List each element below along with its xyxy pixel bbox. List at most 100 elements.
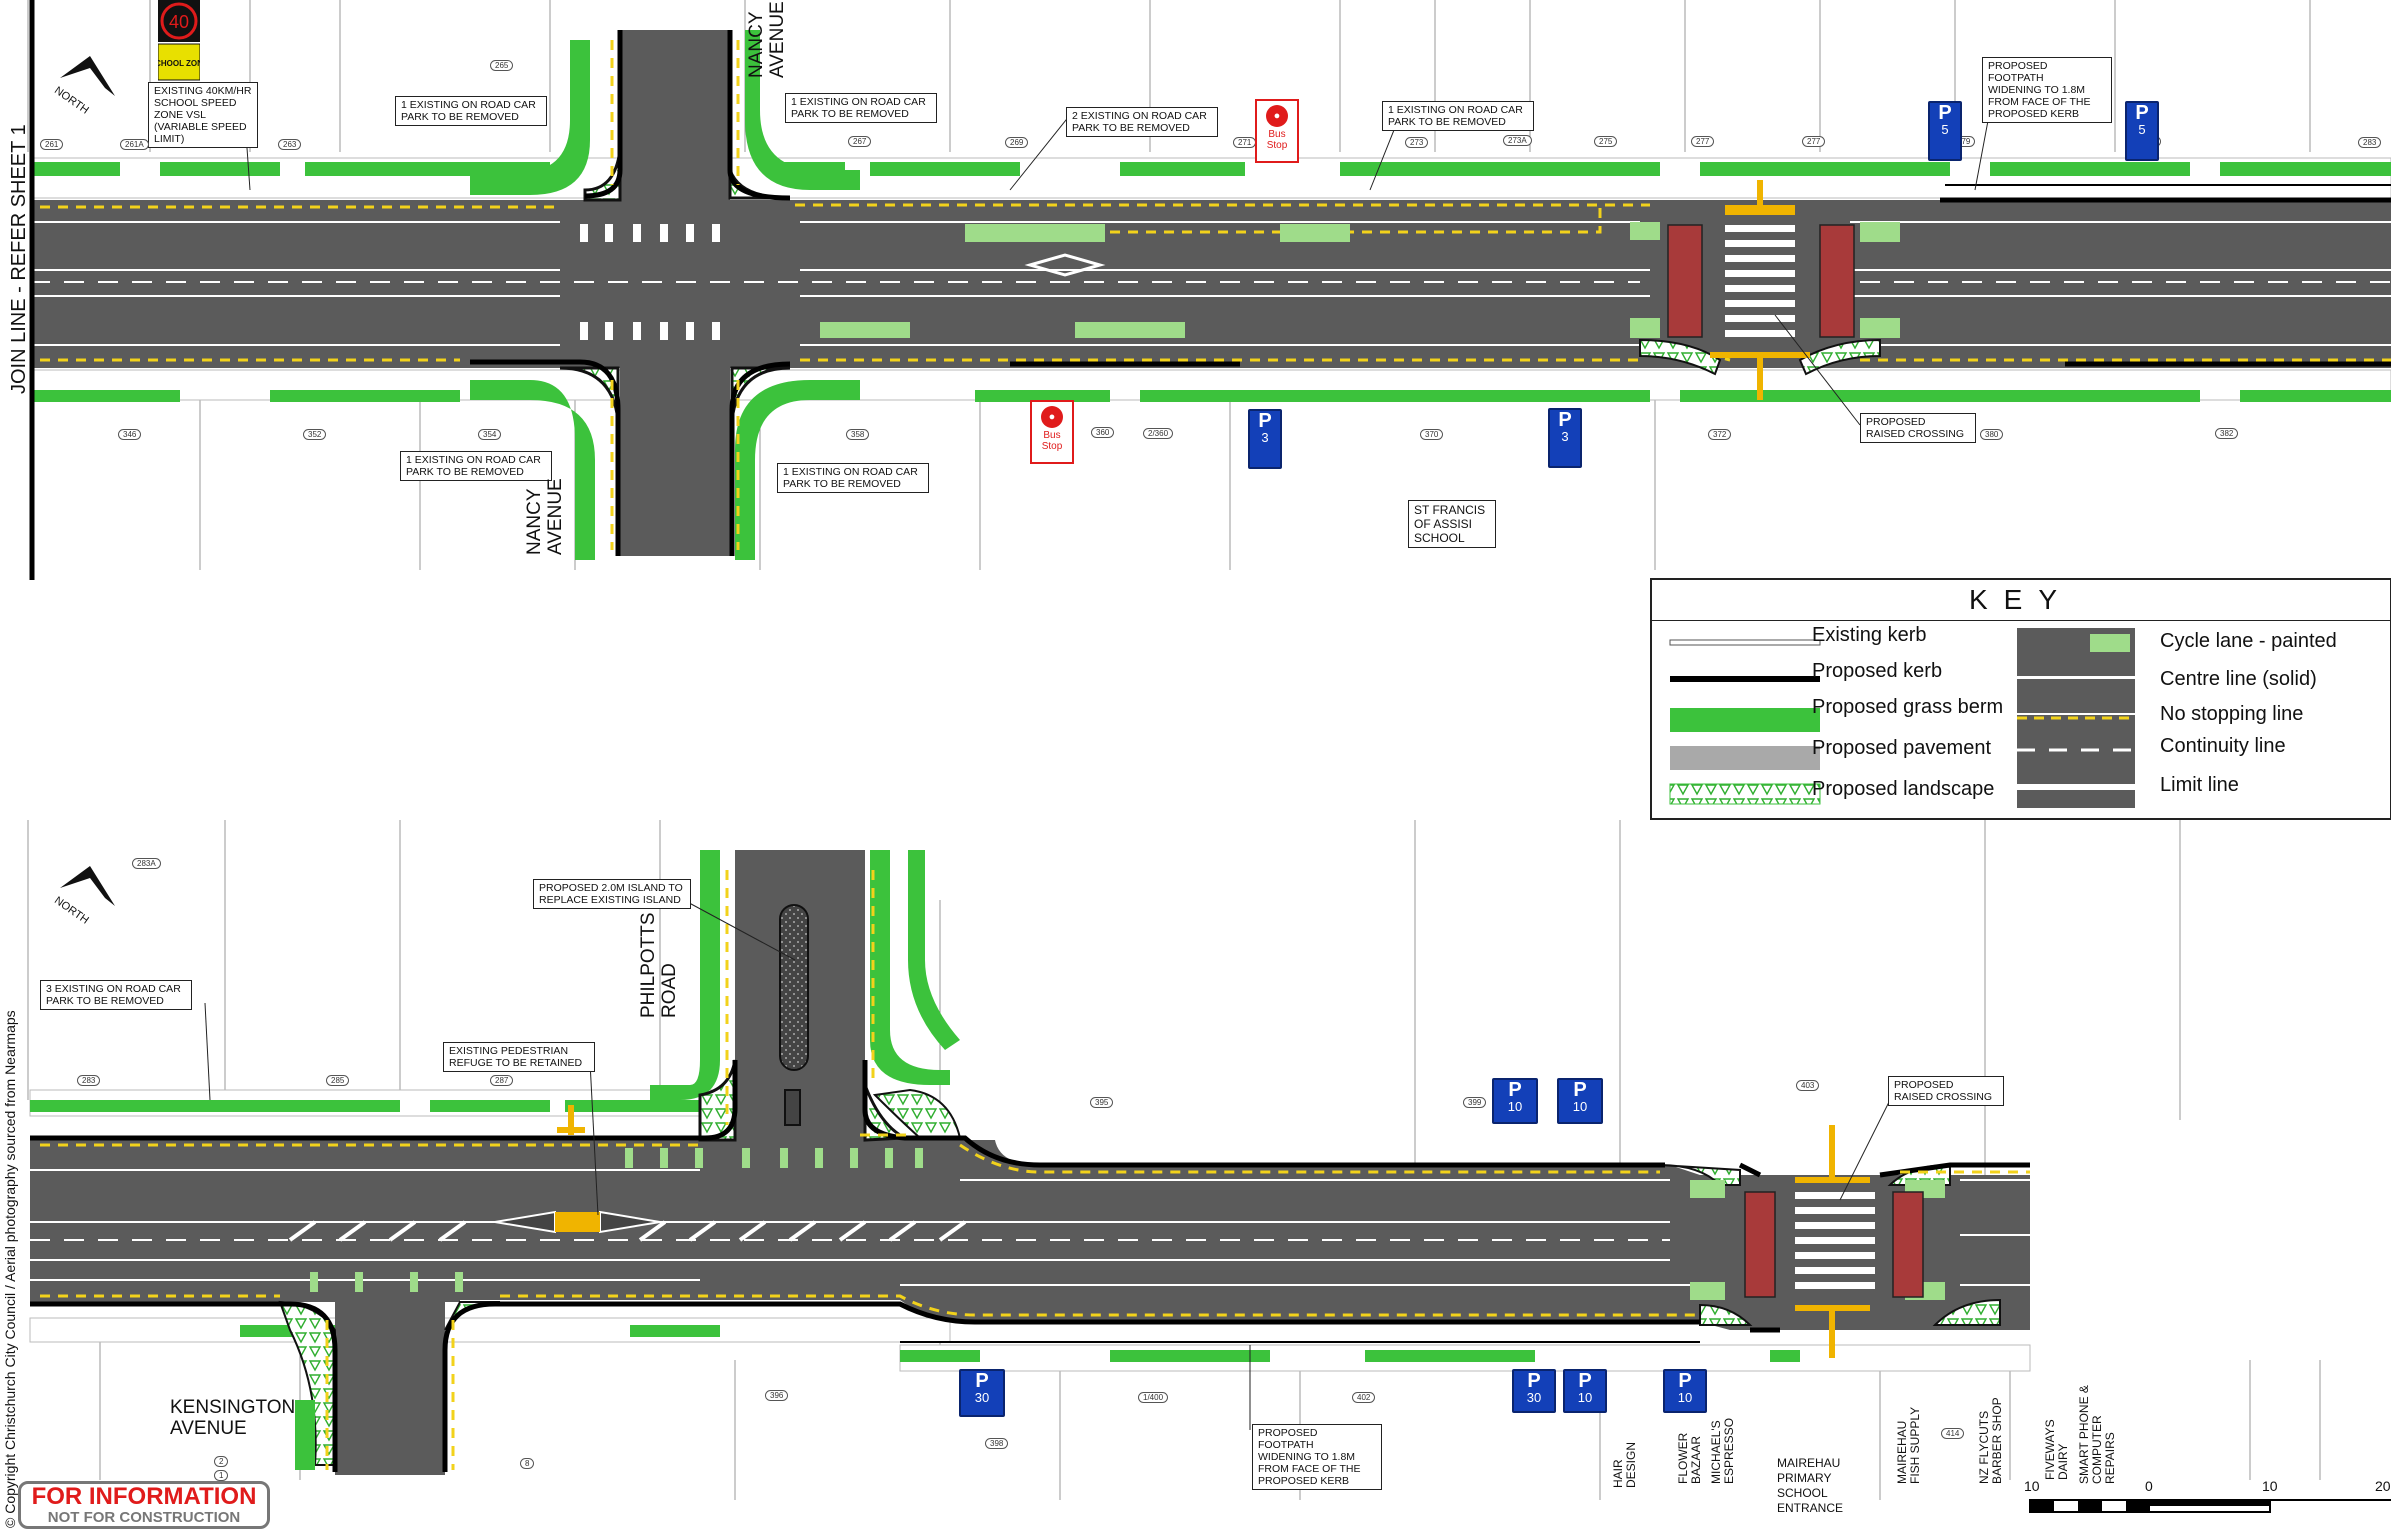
legend-swatches <box>1669 628 2135 808</box>
address-287: 287 <box>490 1075 514 1086</box>
legend-continuity: Continuity line <box>2160 735 2286 757</box>
callout-nancy-se: 1 EXISTING ON ROAD CAR PARK TO BE REMOVE… <box>777 463 929 493</box>
address-352: 352 <box>303 429 327 440</box>
school-entrance-label: MAIREHAU PRIMARY SCHOOL ENTRANCE <box>1777 1456 1844 1515</box>
stamp-line1: FOR INFORMATION <box>31 1483 257 1510</box>
address-398: 398 <box>985 1438 1009 1449</box>
address-283a: 283A <box>132 858 161 869</box>
lane-lines-top <box>30 221 2391 346</box>
no-stopping-top <box>40 40 2391 550</box>
proposed-kerb-top <box>470 30 2391 556</box>
address-275: 275 <box>1594 136 1618 147</box>
address-402: 402 <box>1352 1392 1376 1403</box>
philpotts-island <box>779 904 809 1071</box>
road-name-nancy-top: NANCY AVENUE <box>746 1 788 78</box>
callout-nancy-nw: 1 EXISTING ON ROAD CAR PARK TO BE REMOVE… <box>395 96 547 126</box>
address-346: 346 <box>118 429 142 440</box>
scale-bar <box>2029 1499 2391 1513</box>
address-403: 403 <box>1796 1080 1820 1091</box>
continuity-marks-top <box>580 224 720 340</box>
callout-nancy-ne: 1 EXISTING ON ROAD CAR PARK TO BE REMOVE… <box>785 93 937 123</box>
address-261: 261 <box>40 139 64 150</box>
address-2-360: 2/360 <box>1143 428 1174 439</box>
grass-berms-top <box>30 162 2391 402</box>
bus-icon-2: ● <box>1041 406 1063 428</box>
join-line-label: JOIN LINE - REFER SHEET 1 <box>8 124 30 394</box>
bus-stop-sign-south: ●Bus Stop <box>1030 400 1074 464</box>
address-283: 283 <box>2358 137 2382 148</box>
scale-label-10: 10 <box>2262 1478 2278 1494</box>
north-arrow-icon-2: NORTH <box>52 866 115 927</box>
scale-label-10-left: 10 <box>2024 1478 2040 1494</box>
address-263: 263 <box>278 139 302 150</box>
school-name: ST FRANCIS OF ASSISI SCHOOL <box>1408 500 1496 548</box>
for-information-stamp: FOR INFORMATION NOT FOR CONSTRUCTION <box>18 1481 270 1529</box>
bottom-sheet <box>27 820 2391 1513</box>
road-name-kensington: KENSINGTON AVENUE <box>170 1397 296 1439</box>
road-name-nancy-bottom: NANCY AVENUE <box>524 478 566 555</box>
address-1: 1 <box>214 1470 229 1481</box>
continuity-marks-bottom <box>310 1148 923 1292</box>
address-273: 273 <box>1405 137 1429 148</box>
shop-flower-bazaar: FLOWER BAZAAR <box>1676 1432 1703 1484</box>
legend-no-stopping: No stopping line <box>2160 703 2304 725</box>
address-382: 382 <box>2215 428 2239 439</box>
legend-existing-kerb: Existing kerb <box>1812 624 1927 646</box>
callout-raised-top: PROPOSED RAISED CROSSING <box>1860 413 1976 443</box>
mairehau-road-top <box>30 200 2391 368</box>
bus-stop-sign-north: ●Bus Stop <box>1255 99 1299 163</box>
callout-refuge: EXISTING PEDESTRIAN REFUGE TO BE RETAINE… <box>443 1042 595 1072</box>
school-zone-speed: 40 <box>169 12 189 32</box>
address-261a: 261A <box>120 139 149 150</box>
cycle-lanes-top <box>820 222 1900 338</box>
callout-footpath-bottom: PROPOSED FOOTPATH WIDENING TO 1.8m FROM … <box>1252 1424 1382 1490</box>
callout-nancy-sw: 1 EXISTING ON ROAD CAR PARK TO BE REMOVE… <box>400 451 552 481</box>
address-273a: 273A <box>1503 135 1532 146</box>
road-name-philpotts: PHILPOTTS ROAD <box>638 912 680 1018</box>
top-sheet <box>27 0 2391 580</box>
callout-raised-bottom: PROPOSED RAISED CROSSING <box>1888 1076 2004 1106</box>
callout-island: PROPOSED 2.0m ISLAND TO REPLACE EXISTING… <box>533 879 691 909</box>
address-358: 358 <box>846 429 870 440</box>
address-380: 380 <box>1980 429 2004 440</box>
painted-median-hatching <box>288 1220 967 1242</box>
address-399: 399 <box>1463 1097 1487 1108</box>
address-277: 277 <box>1691 136 1715 147</box>
bus-icon: ● <box>1266 105 1288 127</box>
callout-north-2: 2 EXISTING ON ROAD CAR PARK TO BE REMOVE… <box>1066 107 1218 137</box>
copyright-note: © Copyright Christchurch City Council / … <box>2 1010 18 1528</box>
address-372: 372 <box>1708 429 1732 440</box>
callout-three-parks: 3 EXISTING ON ROAD CAR PARK TO BE REMOVE… <box>40 980 192 1010</box>
address-354: 354 <box>478 429 502 440</box>
address-2: 2 <box>214 1456 229 1467</box>
address-370: 370 <box>1420 429 1444 440</box>
address-269: 269 <box>1005 137 1029 148</box>
zebra-bottom <box>1795 1192 1875 1289</box>
shop-hair-design: HAIR DESIGN <box>1611 1441 1638 1488</box>
raised-crossing-ramp-east <box>1819 224 1855 338</box>
legend-limit-line: Limit line <box>2160 774 2239 796</box>
address-285: 285 <box>326 1075 350 1086</box>
address-400: 1/400 <box>1138 1392 1169 1403</box>
callout-north-1: 1 EXISTING ON ROAD CAR PARK TO BE REMOVE… <box>1382 101 1534 131</box>
north-label: NORTH <box>52 84 91 116</box>
north-arrow-icon: NORTH <box>52 56 115 117</box>
legend-landscape: Proposed landscape <box>1812 778 1995 800</box>
legend-proposed-kerb: Proposed kerb <box>1812 660 1943 682</box>
address-396: 396 <box>765 1390 789 1401</box>
shop-phone-repairs: SMART PHONE & COMPUTER REPAIRS <box>2077 1385 2117 1484</box>
grass-berms-bottom <box>30 1100 1800 1362</box>
legend-grass-berm: Proposed grass berm <box>1812 696 2004 718</box>
legend-pavement: Proposed pavement <box>1812 737 1992 759</box>
school-zone-label: SCHOOL ZONE <box>158 59 200 68</box>
